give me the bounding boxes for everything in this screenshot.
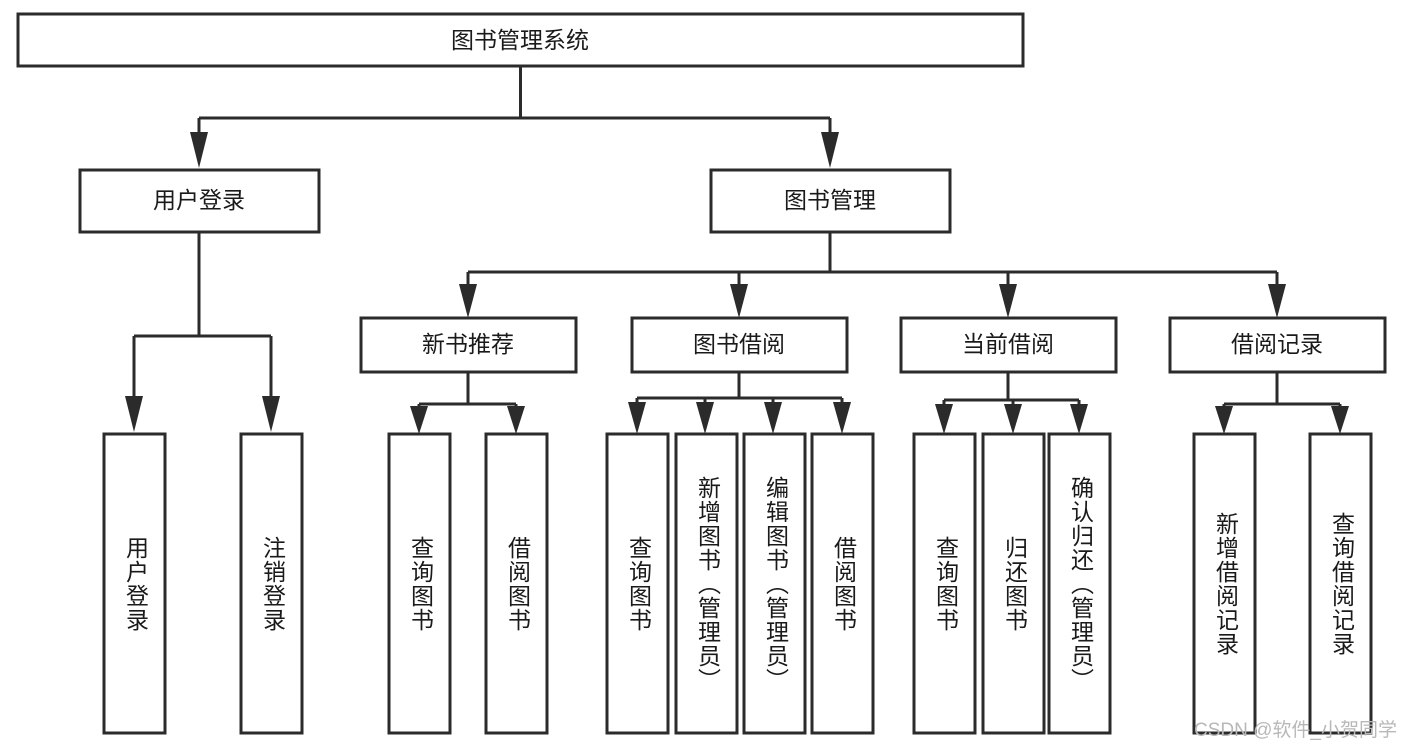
- arrow-head-bb-leaf-2: [696, 402, 714, 434]
- node-leaf-bb-3-box[interactable]: [742, 432, 807, 735]
- node-book-borrow-label: 图书借阅: [693, 331, 785, 357]
- node-leaf-cb-2-box[interactable]: [981, 432, 1046, 735]
- watermark-text: CSDN @软件_小贺同学: [1194, 720, 1397, 741]
- arrow-head-new-book-recommend: [459, 284, 477, 318]
- node-leaf-br-1-box[interactable]: [1192, 432, 1257, 735]
- connector-group-borrow-record: [1215, 372, 1349, 434]
- arrow-head-current-borrow: [999, 284, 1017, 318]
- arrow-head-bb-leaf-1: [628, 402, 646, 434]
- node-leaf-bb-2-box[interactable]: [674, 432, 739, 735]
- node-current-borrow-label: 当前借阅: [962, 331, 1054, 357]
- arrow-head-nbr-leaf-2: [507, 406, 525, 434]
- node-leaf-bb-1-box[interactable]: [605, 432, 670, 735]
- connector-group-user-login: [125, 232, 280, 432]
- connector-group-book-borrow: [628, 372, 851, 434]
- arrow-head-br-leaf-2: [1331, 406, 1349, 434]
- arrow-head-book-borrow: [730, 284, 748, 318]
- node-root-box[interactable]: [16, 12, 1025, 68]
- arrow-head-user-login-leaf-1: [125, 396, 143, 432]
- node-user-login-box[interactable]: [78, 168, 321, 234]
- arrow-head-br-leaf-1: [1215, 406, 1233, 434]
- node-book-borrow-box[interactable]: [630, 316, 849, 374]
- arrow-head-user-login-leaf-2: [262, 396, 280, 432]
- node-leaf-user-login-2-box[interactable]: [239, 432, 304, 735]
- node-leaf-bb-4-box[interactable]: [810, 432, 875, 735]
- arrow-head-borrow-record: [1268, 284, 1286, 318]
- node-current-borrow-box[interactable]: [899, 316, 1118, 374]
- node-book-mgmt-box[interactable]: [709, 168, 952, 234]
- node-user-login-label: 用户登录: [153, 187, 245, 213]
- connector-group-current-borrow: [935, 372, 1088, 434]
- node-leaf-cb-1-box[interactable]: [912, 432, 977, 735]
- node-leaf-user-login-1-box[interactable]: [102, 432, 167, 735]
- connector-group-root: [190, 66, 839, 168]
- arrow-head-cb-leaf-2: [1004, 404, 1022, 434]
- node-leaf-cb-3-box[interactable]: [1047, 432, 1112, 735]
- node-leaf-nbr-2-box[interactable]: [484, 432, 549, 735]
- node-leaf-nbr-1-box[interactable]: [387, 432, 452, 735]
- connector-group-new-book-recommend: [410, 372, 525, 434]
- node-leaf-br-2-box[interactable]: [1308, 432, 1373, 735]
- arrow-head-user-login: [190, 132, 208, 168]
- arrow-head-cb-leaf-3: [1070, 404, 1088, 434]
- node-borrow-record-label: 借阅记录: [1231, 331, 1323, 357]
- connector-group-book-mgmt: [459, 232, 1286, 318]
- arrow-head-bb-leaf-4: [833, 402, 851, 434]
- arrow-head-cb-leaf-1: [935, 404, 953, 434]
- arrow-head-bb-leaf-3: [764, 402, 782, 434]
- node-book-mgmt-label: 图书管理: [784, 187, 876, 213]
- arrow-head-nbr-leaf-1: [410, 406, 428, 434]
- node-borrow-record-box[interactable]: [1168, 316, 1387, 374]
- node-new-book-recommend-box[interactable]: [359, 316, 578, 374]
- node-root-label: 图书管理系统: [451, 27, 589, 53]
- node-new-book-recommend-label: 新书推荐: [422, 331, 514, 357]
- arrow-head-book-mgmt: [821, 132, 839, 168]
